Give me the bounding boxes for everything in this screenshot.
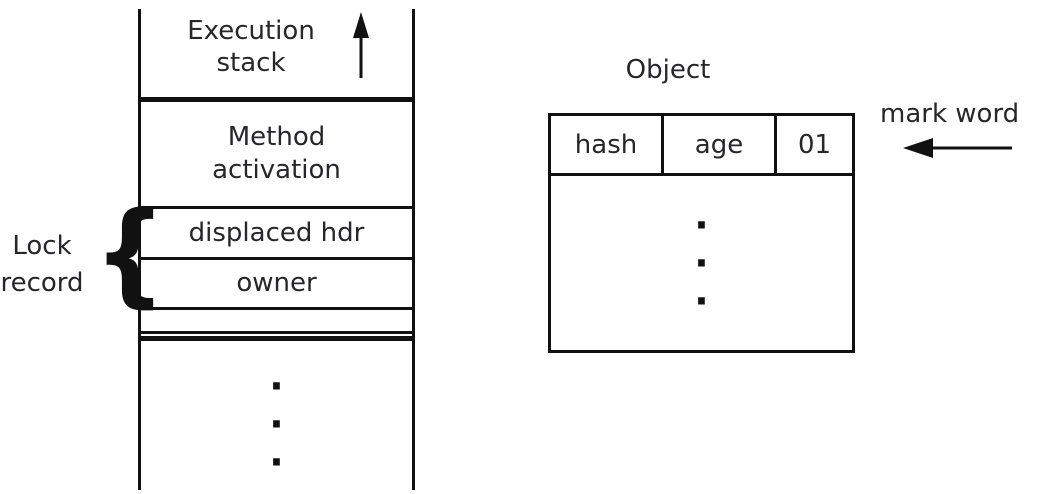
left-arrow-icon — [903, 138, 1012, 158]
lock-record-label-line2: record — [0, 268, 84, 298]
stack-cell-displaced-hdr: displaced hdr — [141, 209, 412, 260]
ellipsis-dot: · — [269, 440, 284, 484]
ellipsis-dot: · — [694, 279, 709, 323]
ellipsis-dot: · — [269, 364, 284, 408]
object-body-ellipsis: · · · — [551, 176, 852, 350]
object-box: hash age 01 · · · — [548, 113, 855, 353]
stack-cell-method-activation: Method activation — [141, 102, 412, 209]
up-arrow-icon — [353, 12, 369, 78]
execution-stack: Execution stack Method activation displa… — [138, 9, 415, 490]
stack-cell-owner: owner — [141, 260, 412, 310]
lock-record-brace: { — [93, 189, 166, 319]
mark-word-cell-hash: hash — [551, 116, 664, 173]
object-title: Object — [625, 55, 711, 85]
mark-word-cell-tag: 01 — [797, 129, 832, 160]
object-mark-word-row: hash age 01 — [551, 116, 852, 176]
execution-stack-title: Execution stack — [187, 16, 315, 78]
lock-record-label-line1: Lock — [12, 231, 72, 261]
execution-stack-header: Execution stack — [141, 9, 412, 97]
ellipsis-dot: · — [694, 241, 709, 285]
stack-cell-empty — [141, 310, 412, 334]
ellipsis-dot: · — [694, 203, 709, 247]
stack-divider-thick-bottom — [141, 336, 412, 341]
stack-ellipsis: · · · — [141, 341, 412, 490]
stack-divider-thick-top — [141, 97, 412, 102]
ellipsis-dot: · — [269, 402, 284, 446]
lock-record-label: Lock record — [0, 228, 92, 302]
mark-word-label: mark word — [880, 99, 1020, 129]
mark-word-cell-age: age — [664, 116, 777, 173]
